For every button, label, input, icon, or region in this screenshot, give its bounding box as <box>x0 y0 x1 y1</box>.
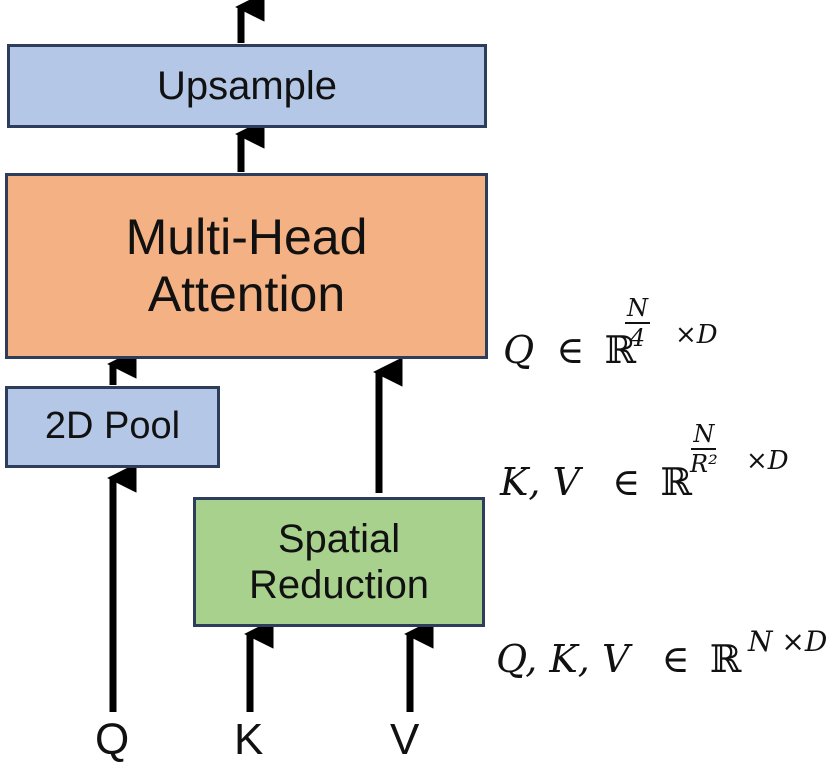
multi-head-attention-box: Multi-Head Attention <box>5 173 488 359</box>
input-k-label: K <box>234 715 264 764</box>
reduced-kv-shape: K, V ∈ ℝ N R² ×D <box>500 422 789 504</box>
attention-label-line2: Attention <box>147 266 346 322</box>
shape-vars: Q, K, V <box>496 637 630 681</box>
element-of-symbol: ∈ <box>661 637 690 681</box>
upsample-box: Upsample <box>7 44 487 128</box>
real-set-symbol: ℝ <box>604 328 637 372</box>
exponent-dim: N ×D <box>748 625 828 658</box>
attention-label-line1: Multi-Head <box>125 208 368 265</box>
element-of-symbol: ∈ <box>612 460 641 504</box>
real-set-symbol: ℝ <box>660 460 692 504</box>
fraction-numerator: N <box>691 420 717 450</box>
real-set-symbol: ℝ <box>709 637 742 681</box>
fraction-denominator: R² <box>690 450 718 478</box>
exponent-fraction: N R² <box>690 422 718 476</box>
shape-vars: K, V <box>500 460 580 504</box>
shape-vars: Q <box>503 328 535 372</box>
fraction-numerator: N <box>625 294 650 324</box>
upsample-label: Upsample <box>156 64 338 108</box>
exponent-dim: ×D <box>746 446 789 476</box>
element-of-symbol: ∈ <box>556 328 585 372</box>
fraction-denominator: 4 <box>629 324 646 352</box>
reduction-label-line2: Reduction <box>248 563 430 607</box>
spatial-reduction-box: Spatial Reduction <box>193 497 485 627</box>
exponent-dim: ×D <box>675 320 718 350</box>
pool-label: 2D Pool <box>44 405 181 448</box>
reduction-label-line1: Spatial <box>277 517 401 561</box>
input-shape: Q, K, V ∈ ℝ N ×D <box>496 625 827 681</box>
pool-2d-box: 2D Pool <box>5 386 220 468</box>
exponent-fraction: N 4 <box>625 296 650 350</box>
input-q-label: Q <box>95 715 130 764</box>
attention-query-shape: Q ∈ ℝ N 4 ×D <box>503 296 718 372</box>
input-v-label: V <box>390 715 420 764</box>
